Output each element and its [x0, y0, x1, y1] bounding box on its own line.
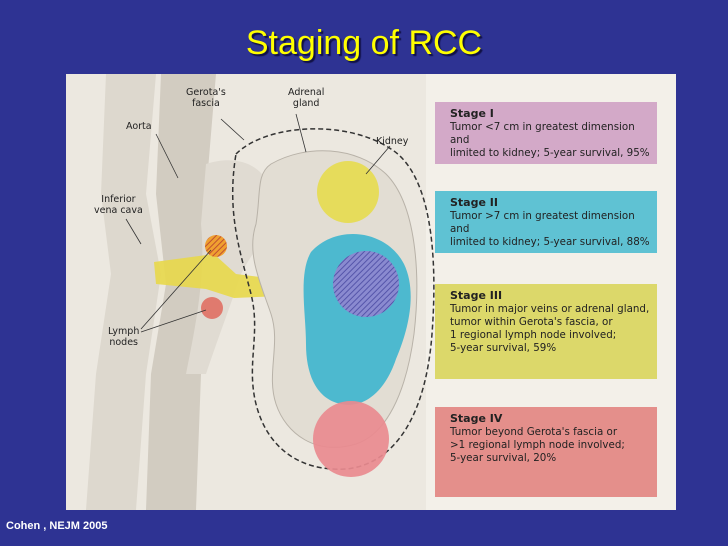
fascia-leader	[220, 118, 245, 141]
label-kidney: Kidney	[376, 136, 409, 147]
stage-4-box: Stage IV Tumor beyond Gerota's fascia or…	[435, 407, 657, 497]
kidney-leader	[365, 145, 391, 175]
adrenal-leader	[295, 113, 307, 153]
slide-title: Staging of RCC	[245, 24, 483, 62]
label-aorta: Aorta	[126, 121, 152, 132]
renal-vein-shape	[154, 254, 281, 298]
gerotas-fascia-outline	[231, 128, 435, 470]
lymph-leader-2	[140, 309, 207, 333]
stage-1-name: Stage I	[450, 107, 494, 120]
tumor-stage3-circle	[333, 251, 399, 317]
aorta-shape	[146, 74, 216, 510]
stage-2-box: Stage II Tumor >7 cm in greatest dimensi…	[435, 191, 657, 253]
vena-cava-shape	[86, 74, 161, 510]
lymph-node-red	[201, 297, 223, 319]
stage-3-desc: Tumor in major veins or adrenal gland, t…	[450, 303, 650, 354]
stage-2-name: Stage II	[450, 196, 498, 209]
stage-2-desc: Tumor >7 cm in greatest dimension and li…	[450, 210, 650, 248]
stage-4-name: Stage IV	[450, 412, 503, 425]
label-lymph-nodes: Lymph nodes	[108, 326, 140, 348]
lymph-node-hatched	[205, 235, 227, 257]
aorta-leader	[155, 133, 179, 179]
lymph-leader-1	[140, 249, 212, 330]
tumor-stage1-circle	[317, 161, 379, 223]
stage-3-name: Stage III	[450, 289, 503, 302]
stage-4-desc: Tumor beyond Gerota's fascia or >1 regio…	[450, 426, 625, 464]
stage-3-box: Stage III Tumor in major veins or adrena…	[435, 284, 657, 379]
stage-1-box: Stage I Tumor <7 cm in greatest dimensio…	[435, 102, 657, 164]
anatomy-illustration	[66, 74, 435, 510]
citation: Cohen , NEJM 2005	[6, 520, 108, 532]
tumor-stage4-circle	[313, 401, 389, 477]
vessel-branch	[186, 160, 274, 374]
label-adrenal-gland: Adrenal gland	[288, 87, 325, 109]
stage-1-desc: Tumor <7 cm in greatest dimension and li…	[450, 121, 650, 159]
label-gerotas-fascia: Gerota's fascia	[186, 87, 226, 109]
rcc-staging-figure: Aorta Gerota's fascia Adrenal gland Kidn…	[66, 74, 676, 510]
ivc-leader	[125, 218, 142, 245]
label-inferior-vena-cava: Inferior vena cava	[94, 194, 143, 216]
